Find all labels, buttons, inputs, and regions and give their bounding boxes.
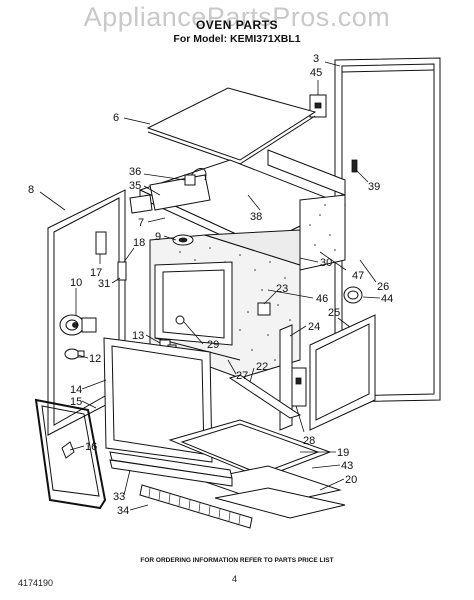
callout-45: 45	[310, 67, 322, 79]
callout-47: 47	[352, 270, 364, 282]
callout-39: 39	[368, 181, 380, 193]
callout-31: 31	[98, 278, 110, 290]
callout-33: 33	[113, 491, 125, 503]
callout-19: 19	[337, 447, 349, 459]
vent-grille-part	[139, 484, 253, 529]
front-frame-part	[103, 337, 213, 463]
callout-34: 34	[117, 505, 129, 517]
callout-28: 28	[303, 435, 315, 447]
callout-14: 14	[70, 384, 82, 396]
bottom-tray-part	[168, 419, 346, 519]
callout-26: 26	[377, 281, 389, 293]
page-number: 4	[232, 574, 238, 584]
callout-30: 30	[320, 257, 332, 269]
callout-27: 27	[236, 370, 248, 382]
bottom-rail-part	[228, 374, 302, 419]
right-side-panel-part	[309, 314, 376, 431]
callout-15: 15	[70, 396, 82, 408]
callout-46: 46	[316, 293, 328, 305]
lamp-socket-part	[59, 314, 97, 336]
leader-lines	[39, 61, 381, 511]
watermark: AppliancePartsPros.com	[83, 2, 391, 32]
callout-24: 24	[308, 321, 320, 333]
gasket-clip-part	[61, 441, 75, 459]
callout-10: 10	[70, 277, 82, 289]
callout-18: 18	[133, 237, 145, 249]
callout-16: 16	[85, 441, 97, 453]
callout-35: 35	[129, 180, 141, 192]
callout-13: 13	[132, 330, 144, 342]
rear-panel-part	[334, 57, 441, 403]
callout-20: 20	[345, 474, 357, 486]
callout-36: 36	[129, 166, 141, 178]
diagram-title: OVEN PARTS	[195, 18, 279, 32]
gasket-ring-part	[343, 286, 363, 304]
callout-3: 3	[313, 53, 319, 65]
callout-22: 22	[256, 361, 268, 373]
callout-7: 7	[138, 217, 144, 229]
callout-6: 6	[113, 112, 119, 124]
trim-strip-part	[109, 451, 233, 487]
side-brackets-part	[95, 231, 127, 281]
callout-17: 17	[90, 267, 102, 279]
callout-12: 12	[89, 353, 101, 365]
bulb-part	[64, 348, 85, 360]
callout-8: 8	[28, 184, 34, 196]
clip-part	[351, 159, 358, 173]
callout-labels: 3 45 6 39 36 35 8 7 38 9 18 17 31 10 30 …	[28, 53, 393, 517]
document-number: 4174190	[18, 578, 54, 588]
model-line: For Model: KEMI371XBL1	[173, 33, 301, 45]
callout-43: 43	[341, 460, 353, 472]
door-gasket-part	[34, 398, 107, 510]
top-insulation-part	[146, 87, 317, 165]
callout-25: 25	[328, 307, 340, 319]
callout-9: 9	[155, 231, 161, 243]
callout-44: 44	[381, 293, 393, 305]
side-insulation-part	[267, 149, 346, 271]
callout-23: 23	[276, 283, 288, 295]
oven-cavity-part	[149, 204, 336, 379]
vent-assembly-part	[129, 168, 211, 214]
ordering-note: FOR ORDERING INFORMATION REFER TO PARTS …	[140, 557, 334, 564]
callout-29: 29	[207, 339, 219, 351]
callout-38: 38	[250, 211, 262, 223]
